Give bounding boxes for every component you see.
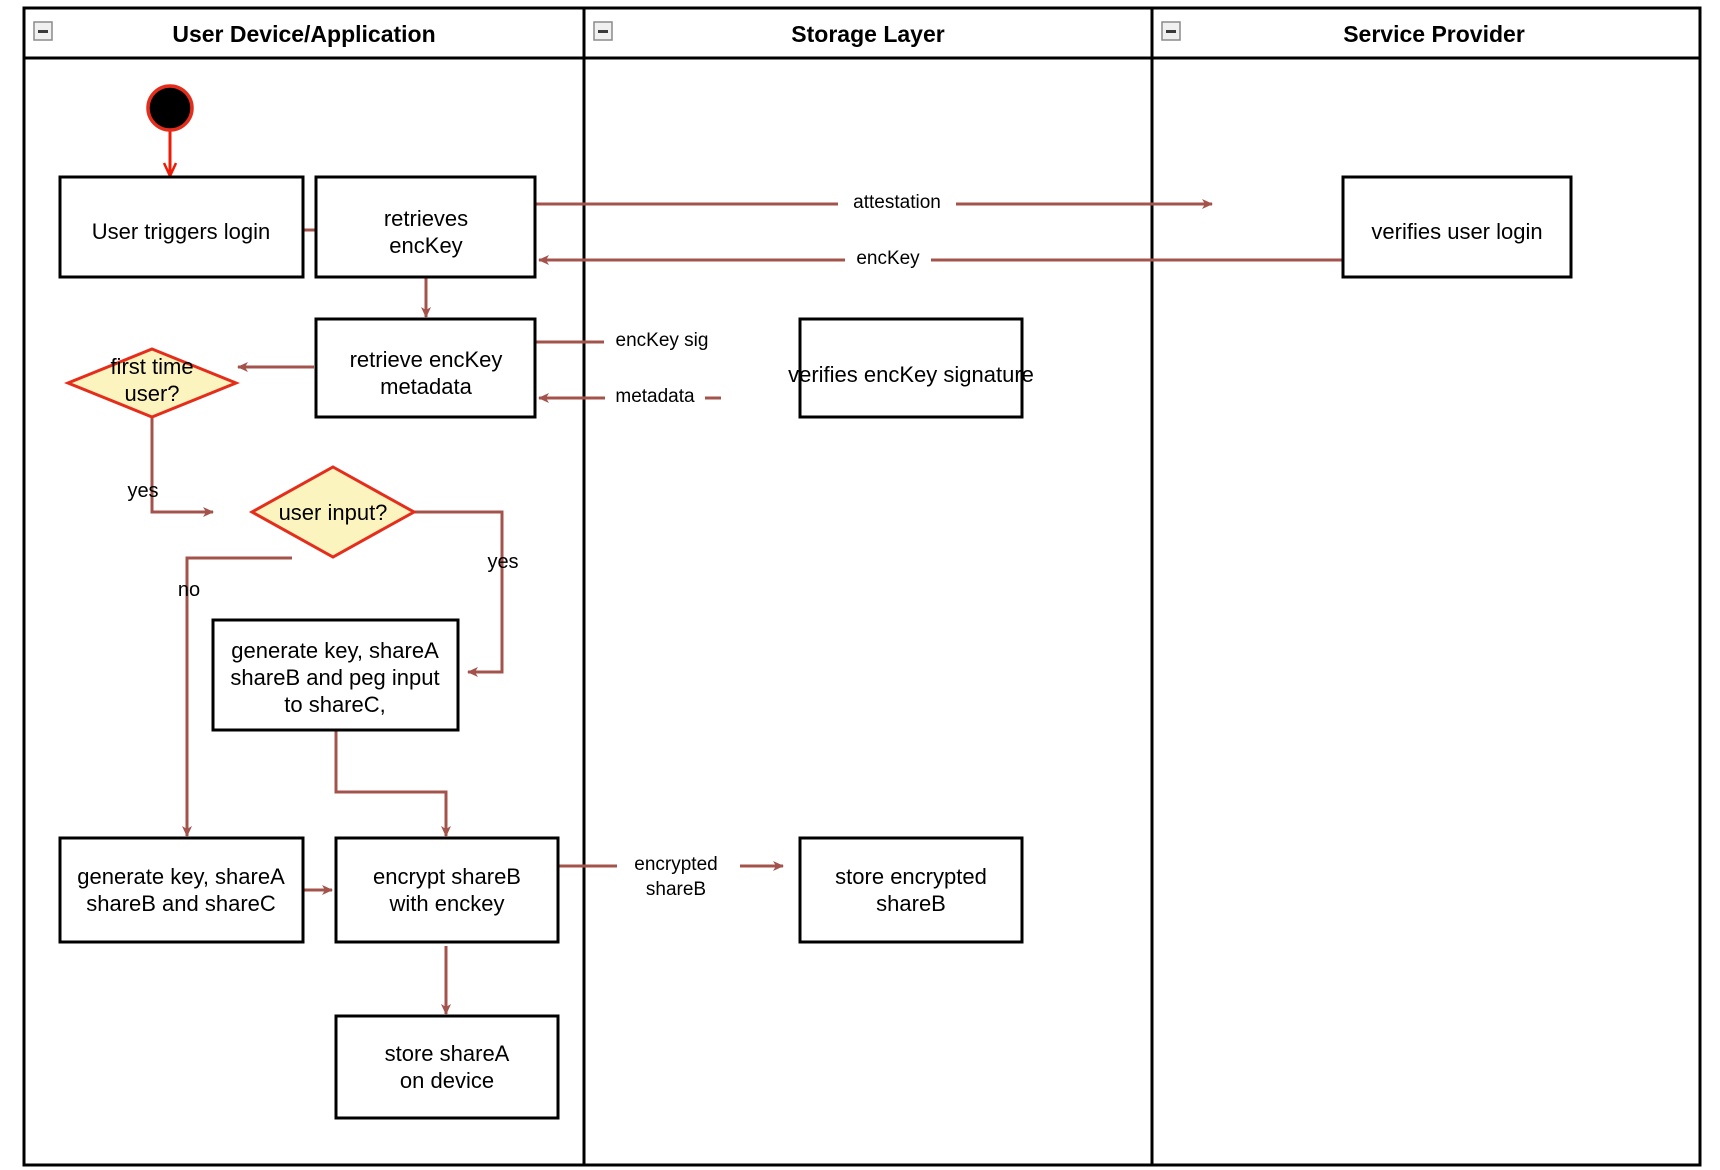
lane-title-user-device: User Device/Application	[172, 21, 435, 47]
edge-label-metadata: metadata	[615, 386, 695, 407]
action-label-line1: generate key, shareA	[231, 638, 439, 663]
lane-header-storage-layer: Storage Layer	[593, 21, 945, 47]
decision-first-time-user[interactable]: first time user?	[64, 347, 240, 419]
lane-header-user-device: User Device/Application	[33, 21, 436, 47]
action-label-line2: with enckey	[389, 891, 505, 916]
edge-label-bg-enckey	[845, 246, 931, 270]
action-label-line1: encrypt shareB	[373, 864, 521, 889]
action-generate-key-shares[interactable]: generate key, shareA shareB and shareC	[58, 836, 305, 944]
action-label-line2: metadata	[380, 374, 472, 399]
action-label-line2: shareB	[876, 891, 946, 916]
edge-label-bg-encrypted-shareb	[617, 846, 740, 894]
lane-title-storage-layer: Storage Layer	[791, 21, 944, 47]
edge-label-encrypted-line1: encrypted	[634, 854, 717, 875]
edge-firsttime-yes	[150, 418, 214, 517]
action-label-line1: store encrypted	[835, 864, 987, 889]
branch-label-no-userinput: no	[178, 579, 200, 601]
collapse-minus-icon[interactable]	[33, 21, 53, 41]
action-label-line3: to shareC,	[284, 692, 386, 717]
edge-peg-to-encrypt	[334, 730, 451, 837]
branch-label-yes-userinput: yes	[487, 551, 518, 573]
action-label: User triggers login	[92, 219, 271, 244]
action-retrieve-enckey-metadata[interactable]: retrieve encKey metadata	[314, 317, 537, 419]
edge-label-bg-enckey-sig	[604, 329, 720, 353]
edge-label-bg-attestation	[838, 190, 956, 214]
action-label: verifies user login	[1371, 219, 1542, 244]
action-label-line1: retrieves	[384, 206, 468, 231]
action-encrypt-shareb[interactable]: encrypt shareB with enckey	[334, 836, 560, 944]
action-verifies-enckey-signature[interactable]: verifies encKey signature	[788, 317, 1034, 419]
action-label-line1: retrieve encKey	[350, 347, 503, 372]
action-label: verifies encKey signature	[788, 362, 1034, 387]
decision-label-line1: first time	[110, 354, 193, 379]
initial-node	[146, 84, 194, 132]
decision-label: user input?	[279, 500, 388, 525]
lane-frame	[22, 6, 1702, 1167]
action-label-line2: on device	[400, 1068, 494, 1093]
action-user-triggers-login[interactable]: User triggers login	[58, 175, 305, 279]
edge-label-enckey-sig: encKey sig	[616, 330, 709, 351]
action-store-encrypted-shareb[interactable]: store encrypted shareB	[798, 836, 1024, 944]
edge-label-encrypted-line2: shareB	[646, 879, 706, 900]
edge-label-attestation: attestation	[853, 192, 941, 213]
collapse-minus-icon[interactable]	[1161, 21, 1181, 41]
branch-label-yes-firsttime: yes	[127, 480, 158, 502]
lane-title-service-provider: Service Provider	[1343, 21, 1525, 47]
action-label-line1: store shareA	[385, 1041, 510, 1066]
action-label-line1: generate key, shareA	[77, 864, 285, 889]
action-retrieves-enckey[interactable]: retrieves encKey	[314, 175, 537, 279]
edge-userinput-no	[182, 556, 292, 837]
action-verifies-user-login[interactable]: verifies user login	[1341, 175, 1573, 279]
collapse-minus-icon[interactable]	[593, 21, 613, 41]
decision-user-input[interactable]: user input?	[248, 465, 418, 559]
action-label-line2: shareB and peg input	[230, 665, 439, 690]
lane-header-service-provider: Service Provider	[1161, 21, 1525, 47]
decision-label-line2: user?	[124, 381, 179, 406]
edge-label-bg-metadata	[605, 385, 705, 409]
action-store-sharea-on-device[interactable]: store shareA on device	[334, 1014, 560, 1120]
action-label-line2: shareB and shareC	[86, 891, 276, 916]
action-generate-key-peg[interactable]: generate key, shareA shareB and peg inpu…	[211, 618, 460, 732]
action-label-line2: encKey	[389, 233, 462, 258]
edge-label-enckey: encKey	[856, 248, 920, 269]
edge-userinput-yes	[372, 510, 504, 677]
